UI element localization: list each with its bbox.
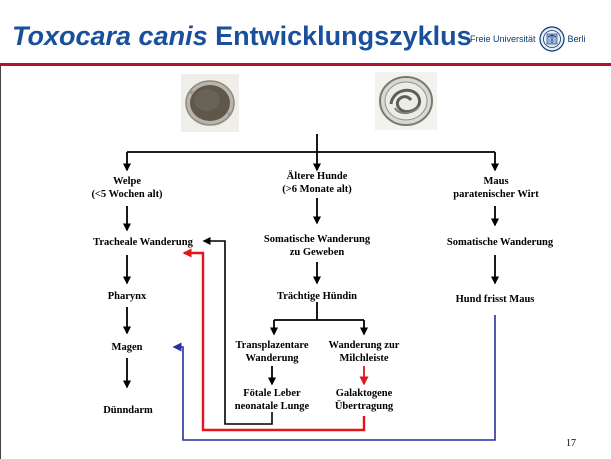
node-wanderung-milchleiste: Wanderung zur Milchleiste [329,339,400,365]
node-traechtige-huendin: Trächtige Hündin [277,290,357,303]
node-galaktogene-uebertragung: Galaktogene Übertragung [335,387,393,413]
node-tracheale-wanderung: Tracheale Wanderung [93,236,193,249]
node-duenndarm: Dünndarm [103,404,153,417]
node-hund-frisst-maus: Hund frisst Maus [456,293,535,306]
node-somatische-wanderung: Somatische Wanderung [447,236,553,249]
edge-hund-frisst-to-magen [174,315,495,440]
node-magen: Magen [112,341,143,354]
node-maus: Maus paratenischer Wirt [453,175,538,201]
node-pharynx: Pharynx [108,290,147,303]
node-welpe: Welpe (<5 Wochen alt) [91,175,162,201]
node-transplazentare-wanderung: Transplazentare Wanderung [235,339,308,365]
node-aeltere-hunde: Ältere Hunde (>6 Monate alt) [282,170,352,196]
page-number: 17 [566,438,576,449]
node-somatische-wanderung-geweben: Somatische Wanderung zu Geweben [264,233,370,259]
node-foetale-leber: Fötale Leber neonatale Lunge [235,387,309,413]
